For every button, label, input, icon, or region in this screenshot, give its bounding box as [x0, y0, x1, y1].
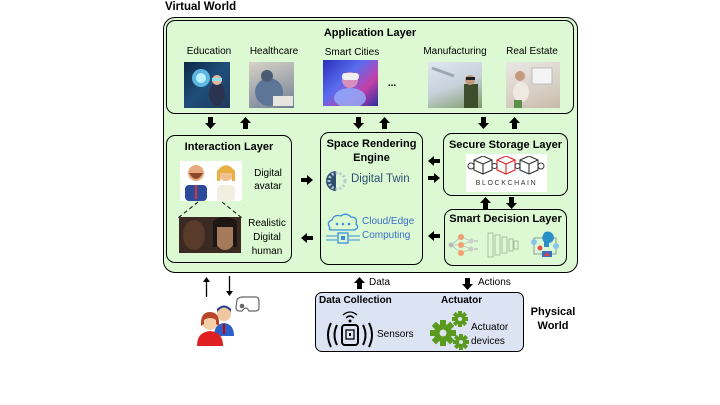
arrow-down-to-storage: [478, 117, 489, 129]
arrow-down-to-users: [226, 276, 233, 296]
cloud-computing-icon: [324, 212, 362, 248]
physical-world-label-line1: Physical: [530, 306, 576, 318]
neural-network-icon: [447, 232, 479, 258]
space-rendering-engine: Space Rendering Engine: [320, 132, 423, 265]
app-label-education: Education: [186, 46, 232, 57]
digital-twin-label: Digital Twin: [351, 173, 410, 185]
cloud-edge-label: Cloud/Edge Computing: [362, 215, 414, 243]
arrow-up-from-users: [203, 277, 210, 297]
data-arrow-label: Data: [369, 277, 391, 288]
realistic-human-image: [179, 217, 241, 253]
avatar-dashed-connector: [176, 200, 246, 220]
realistic-human-label: Realistic Digital human: [244, 217, 290, 259]
arrow-left-from-decision: [428, 231, 440, 241]
cloud-edge-label-line1: Cloud/Edge: [362, 216, 415, 227]
realistic-human-label-line3: human: [251, 246, 283, 257]
smart-decision-layer-title: Smart Decision Layer: [449, 213, 562, 225]
arrow-right-to-rendering: [301, 175, 313, 185]
arrow-up-from-rendering: [379, 117, 390, 129]
data-arrow-up: [354, 277, 365, 289]
arrow-down-to-interaction: [205, 117, 216, 129]
digital-avatar-label-line2: avatar: [254, 181, 282, 192]
physical-world-label-line2: World: [537, 320, 569, 332]
actuator-devices-line1: Actuator: [471, 322, 509, 333]
virtual-world-label: Virtual World: [165, 1, 237, 13]
realistic-human-label-line2: Digital: [253, 232, 281, 243]
healthcare-vr-photo: [249, 62, 294, 108]
secure-storage-layer-title: Secure Storage Layer: [448, 139, 563, 151]
arrow-up-from-interaction: [240, 117, 251, 129]
realistic-human-label-line1: Realistic: [248, 218, 286, 229]
app-label-smart-cities: Smart Cities: [324, 47, 380, 58]
actuator-devices-line2: devices: [471, 336, 505, 347]
actuator-gears-icon: [428, 309, 470, 351]
blockchain-label: BLOCKCHAIN: [475, 180, 538, 187]
digital-avatar-label: Digital avatar: [248, 167, 288, 193]
app-label-manufacturing: Manufacturing: [423, 46, 487, 57]
education-vr-photo: [184, 62, 230, 108]
users-icon: [192, 300, 252, 348]
digital-avatar-label-line1: Digital: [254, 168, 282, 179]
smart-cities-vr-photo: [323, 60, 378, 106]
real-estate-vr-photo: [506, 62, 560, 108]
ai-brain-icon: [530, 230, 560, 258]
arrow-right-to-storage: [428, 173, 440, 183]
cnn-layers-icon: [487, 232, 519, 258]
actuator-devices-label: Actuator devices: [471, 321, 508, 349]
interaction-layer-title: Interaction Layer: [184, 141, 274, 153]
digital-avatar-image: [180, 161, 242, 201]
manufacturing-vr-photo: [428, 62, 482, 108]
data-collection-title: Data Collection: [319, 295, 392, 306]
arrow-down-to-decision: [506, 197, 517, 209]
application-layer-title: Application Layer: [323, 27, 417, 39]
arrow-left-to-interaction: [301, 233, 313, 243]
sensor-icon: [324, 309, 376, 349]
space-rendering-engine-title: Space Rendering Engine: [321, 137, 422, 165]
vr-headset-icon: [234, 296, 260, 314]
actions-arrow-down: [462, 278, 473, 290]
arrow-up-from-storage: [509, 117, 520, 129]
space-rendering-title-line2: Engine: [353, 152, 390, 164]
arrow-left-from-storage: [428, 156, 440, 166]
space-rendering-title-line1: Space Rendering: [326, 138, 417, 150]
app-label-healthcare: Healthcare: [249, 46, 299, 57]
cloud-edge-label-line2: Computing: [362, 230, 411, 241]
arrow-down-to-rendering: [353, 117, 364, 129]
actuator-title: Actuator: [441, 295, 483, 306]
digital-twin-gear-icon: [325, 170, 349, 192]
blockchain-logo: BLOCKCHAIN: [466, 154, 547, 192]
actions-arrow-label: Actions: [478, 277, 511, 288]
sensors-label: Sensors: [377, 329, 414, 340]
apps-ellipsis: ...: [387, 78, 397, 89]
physical-world-label: Physical World: [530, 305, 576, 333]
arrow-up-to-storage: [480, 197, 491, 209]
app-label-real-estate: Real Estate: [506, 46, 558, 57]
